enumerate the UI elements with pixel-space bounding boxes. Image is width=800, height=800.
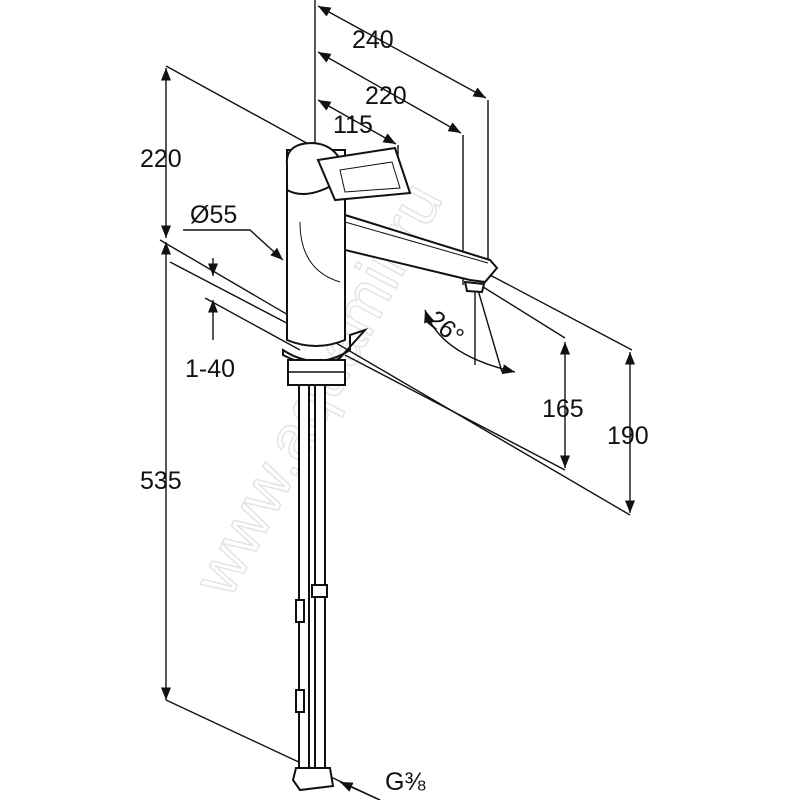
dim-535: 535 bbox=[140, 467, 182, 495]
right-dimension-lines bbox=[344, 274, 636, 513]
top-dimension-lines bbox=[314, 0, 489, 285]
dim-1-40: 1-40 bbox=[185, 355, 235, 383]
dim-spray-angle: 26° bbox=[422, 305, 469, 351]
dim-diameter-55: Ø55 bbox=[190, 201, 237, 229]
supply-hoses bbox=[291, 384, 335, 792]
dim-240: 240 bbox=[352, 26, 394, 54]
dim-165: 165 bbox=[542, 395, 584, 423]
faucet-body bbox=[282, 141, 499, 386]
dim-190: 190 bbox=[607, 422, 649, 450]
dim-220-height: 220 bbox=[140, 145, 182, 173]
dim-115: 115 bbox=[333, 111, 373, 139]
dim-220-reach: 220 bbox=[365, 82, 407, 110]
dim-connection-thread: G⅜ bbox=[385, 768, 425, 796]
